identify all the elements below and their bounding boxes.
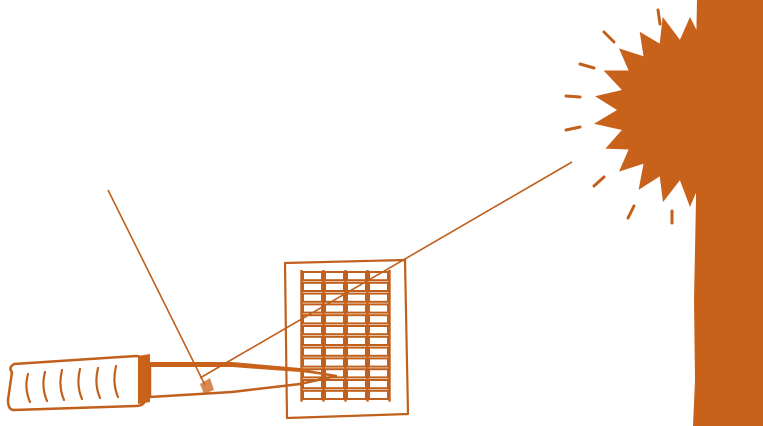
sun-ray xyxy=(658,10,660,24)
grid-panel xyxy=(285,260,408,418)
knife-bolster xyxy=(138,354,150,404)
sun-ray xyxy=(566,96,580,97)
